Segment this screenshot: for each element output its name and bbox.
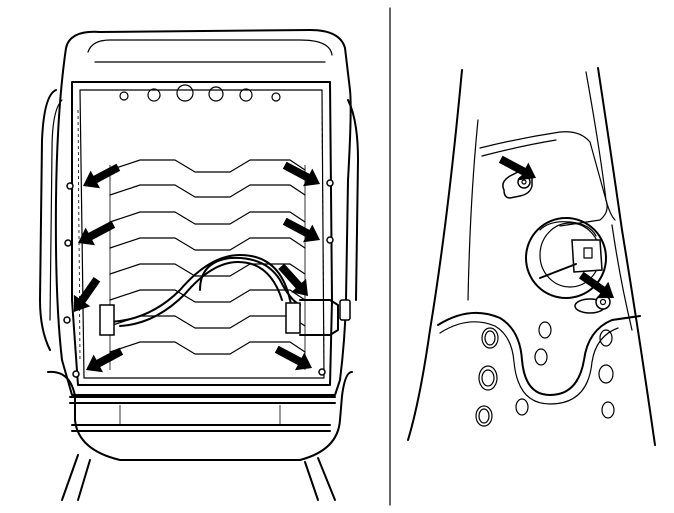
hole [601, 401, 615, 419]
right-connector [285, 302, 301, 334]
left-side-bolster [39, 89, 57, 351]
seat-back-outer-shell [54, 29, 352, 396]
hole [481, 327, 499, 349]
arrow-icon [282, 161, 320, 187]
clip [326, 179, 334, 187]
arrow-icon [83, 163, 121, 189]
mechanism-lever [539, 263, 577, 279]
seat-back-arrows [73, 161, 320, 373]
left-leg [61, 454, 79, 501]
left-side-bolster-inner [49, 99, 63, 321]
clip [63, 316, 71, 324]
bolt-center [599, 298, 607, 306]
frame-right-edge-3 [611, 224, 633, 331]
hole [478, 365, 498, 391]
side-plug [339, 299, 351, 321]
lower-holes [475, 321, 615, 427]
hole [515, 398, 529, 416]
wire-harness-2 [119, 261, 283, 327]
hole-inner [478, 408, 490, 424]
left-leg-2 [77, 459, 91, 501]
hole [598, 364, 614, 384]
clip [72, 370, 80, 378]
arrow-icon [86, 347, 124, 373]
hole-inner [484, 330, 496, 346]
hole [176, 84, 194, 102]
right-leg [317, 457, 336, 501]
bolt-center [521, 179, 527, 185]
mechanism-slot [583, 247, 593, 259]
seat-back-panel [39, 29, 359, 501]
side-bracket-panel [407, 67, 656, 446]
right-side-connector [299, 299, 339, 336]
hole [538, 321, 552, 339]
clip [326, 236, 334, 244]
arrow-icon [274, 345, 312, 371]
arrow-icon [282, 217, 320, 243]
frame-left-edge-2 [467, 119, 479, 301]
hole [534, 348, 548, 366]
seat-back-inner-frame-2 [79, 89, 325, 379]
frame-right-edge-2 [585, 71, 616, 221]
frame-left-edge [407, 69, 463, 441]
frame-right-edge [597, 67, 656, 446]
hole-inner [481, 369, 495, 387]
right-leg-2 [304, 461, 319, 501]
clip [66, 182, 74, 190]
hole [239, 88, 253, 102]
arrow-icon [78, 220, 116, 246]
arrow-icon [578, 271, 614, 299]
arrow-icon [73, 276, 101, 312]
mechanism-outer-ring [525, 217, 607, 299]
hole [599, 329, 613, 347]
arrow-icon [278, 263, 308, 296]
right-side-bolster [347, 99, 359, 301]
left-connector [99, 304, 115, 336]
seat-back-inner-frame [71, 81, 333, 386]
hole [147, 88, 161, 102]
hole [475, 405, 493, 427]
clip-points [63, 179, 334, 378]
hole [208, 86, 224, 102]
side-bracket-arrows [498, 155, 614, 299]
clip [318, 368, 326, 376]
lower-bracket-curve [437, 311, 641, 396]
mechanism-arc [539, 221, 597, 237]
headrest-top-ridge [87, 39, 333, 56]
mechanism-block [571, 239, 603, 273]
recliner-mechanism [525, 217, 607, 299]
arrow-icon [498, 155, 536, 181]
lower-mid-lines [119, 405, 281, 425]
wire-loop [199, 256, 301, 306]
hole [119, 91, 129, 101]
clip [64, 239, 72, 247]
left-dashed-rail [77, 109, 81, 361]
lower-bracket-curve-2 [439, 321, 619, 405]
upper-bracket-2 [481, 139, 557, 157]
seat-back-bottom-shell [47, 370, 353, 461]
top-hole-row [119, 84, 281, 102]
hole [271, 92, 281, 102]
upper-bracket [479, 131, 608, 227]
